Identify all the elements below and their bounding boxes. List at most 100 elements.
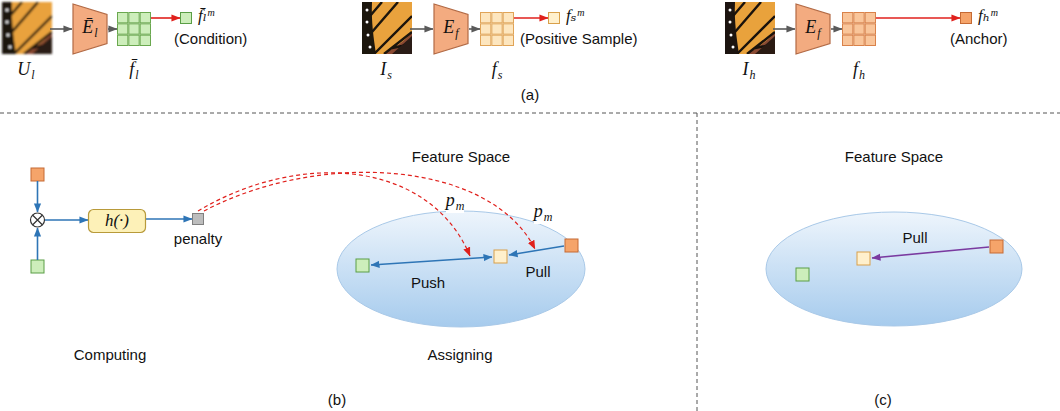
encoder-block-shape xyxy=(796,4,830,54)
feature-grid-shape xyxy=(129,13,139,23)
feature-vector-outline xyxy=(180,12,192,24)
flow-arrow xyxy=(151,17,180,19)
node-label: fₕᵐ xyxy=(978,6,997,26)
node-text: Ef xyxy=(805,18,820,40)
condition-square xyxy=(31,260,44,273)
feature-vector-outline xyxy=(960,12,972,24)
feature-grid-shape xyxy=(481,13,491,23)
anchor-point xyxy=(990,240,1003,253)
feature-vector: fₕᵐ(Anchor) xyxy=(960,12,972,24)
flow-arrow xyxy=(37,228,39,260)
penalty-square-outline xyxy=(192,213,204,225)
weight-label: pm xyxy=(534,202,553,224)
positive-point xyxy=(857,252,870,265)
flow-arrow xyxy=(146,218,192,220)
anchor-point xyxy=(565,239,578,252)
feature-space: Feature Space xyxy=(765,211,1023,327)
node-label: f̄l xyxy=(129,60,138,82)
force-label: Pull xyxy=(525,263,550,281)
sr-image xyxy=(362,2,412,54)
panel-label: (a) xyxy=(521,86,539,104)
feature-vector: f̄ₗᵐ(Condition) xyxy=(180,12,192,24)
encoder-block: Ef xyxy=(433,3,469,55)
low-res-image xyxy=(2,2,52,54)
hr-image xyxy=(725,2,775,54)
node-label: (Condition) xyxy=(174,30,247,48)
feature-grid-shape xyxy=(843,35,853,45)
multiply-symbol xyxy=(33,215,43,225)
encoder-block: Ēl xyxy=(72,3,108,55)
feature-grid-shape xyxy=(118,35,128,45)
feature-grid-shape xyxy=(854,24,864,34)
feature-grid-shape xyxy=(140,13,150,23)
feature-vector: fₛᵐ(Positive Sample) xyxy=(548,12,560,24)
feature-grid-shape xyxy=(140,35,150,45)
input-image: Is xyxy=(362,2,410,54)
node-text: h(·) xyxy=(105,211,129,231)
feature-grid-shape xyxy=(129,24,139,34)
feature-grid-shape xyxy=(865,24,875,34)
feature-grid-shape xyxy=(854,13,864,23)
feature-vector-outline xyxy=(548,12,560,24)
feature-grid-shape xyxy=(865,35,875,45)
penalty-function: h(·) xyxy=(88,209,146,233)
feature-space-outline xyxy=(765,211,1023,327)
feature-grid-shape xyxy=(129,35,139,45)
node-label: f̄ₗᵐ xyxy=(198,6,214,26)
node-label: Ul xyxy=(17,60,34,82)
feature-grid-shape xyxy=(843,13,853,23)
input-image: Ih xyxy=(725,2,773,54)
feature-grid-outline xyxy=(842,12,876,46)
condition-point xyxy=(796,268,809,281)
force-label: Pull xyxy=(902,229,927,247)
condition-point xyxy=(356,259,369,272)
feature-grid: f̄l xyxy=(117,12,151,46)
penalty-function-shape xyxy=(89,210,146,233)
step-label: Computing xyxy=(74,346,147,364)
push-arrow xyxy=(371,257,492,265)
pull-arrow xyxy=(509,246,564,255)
feature-grid-outline xyxy=(117,12,151,46)
anchor-square xyxy=(31,168,44,181)
flow-arrow xyxy=(410,28,433,30)
flow-arrow xyxy=(773,28,795,30)
pull-arrow xyxy=(872,247,989,258)
feature-vector-shape xyxy=(549,13,560,24)
flow-arrow xyxy=(514,17,548,19)
encoder-block-shape xyxy=(434,4,468,54)
multiply-symbol xyxy=(31,213,45,227)
node-label: (Anchor) xyxy=(950,30,1008,48)
feature-vector-shape xyxy=(181,13,192,24)
feature-vector-shape xyxy=(961,13,972,24)
input-image: Ul xyxy=(2,2,50,54)
node-label: fs xyxy=(492,60,503,82)
positive-point xyxy=(494,250,507,263)
node-label: Feature Space xyxy=(412,148,510,166)
feature-grid-shape xyxy=(503,35,513,45)
node-label: Is xyxy=(380,60,392,82)
feature-grid-shape xyxy=(140,24,150,34)
flow-arrow xyxy=(37,181,39,212)
penalty-square: penalty xyxy=(192,213,204,225)
node-text: Ef xyxy=(443,18,458,40)
panel-label: (c) xyxy=(874,391,892,409)
node-label: fh xyxy=(853,60,865,82)
panel-label: (b) xyxy=(328,391,346,409)
node-label: Ih xyxy=(743,60,756,82)
force-label: Push xyxy=(411,274,445,292)
step-label: Assigning xyxy=(427,346,492,364)
assign-curve xyxy=(204,172,535,249)
feature-space-shape xyxy=(337,211,585,327)
assign-curve xyxy=(198,173,470,256)
node-label: Feature Space xyxy=(845,148,943,166)
feature-grid: fh xyxy=(842,12,876,46)
feature-grid-shape xyxy=(492,24,502,34)
flow-arrow xyxy=(45,219,88,221)
panel-divider xyxy=(0,113,1060,114)
feature-grid-shape xyxy=(481,24,491,34)
feature-grid-shape xyxy=(492,13,502,23)
flow-arrow xyxy=(831,28,842,30)
node-label: fₛᵐ xyxy=(566,6,584,26)
